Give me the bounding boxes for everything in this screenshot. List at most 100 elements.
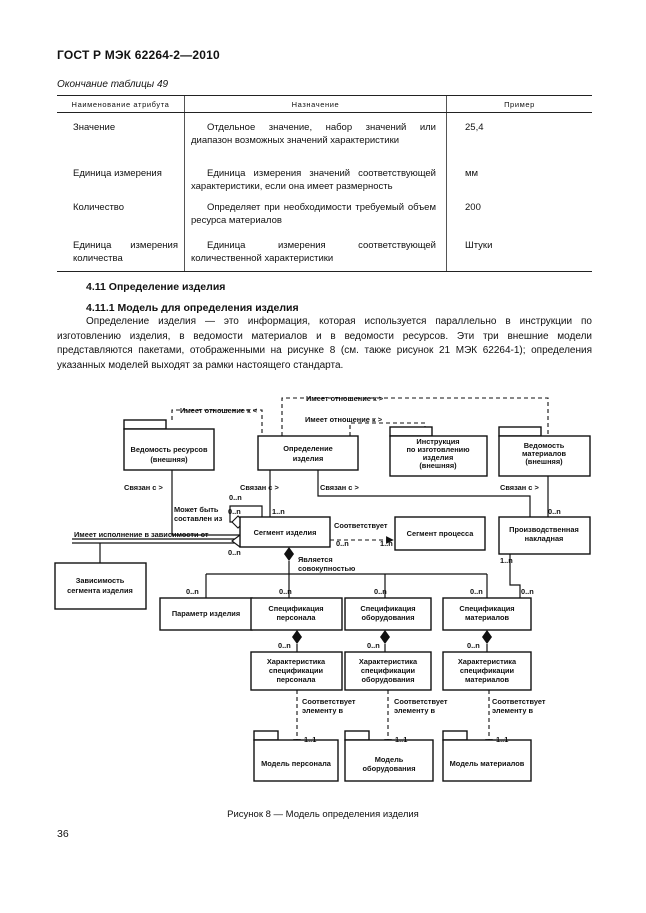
label-exec-dependency: Имеет исполнение в зависимости от	[74, 530, 209, 539]
svg-text:Зависимость: Зависимость	[76, 576, 125, 585]
svg-text:Ведомость: Ведомость	[524, 441, 565, 450]
svg-text:Производственная: Производственная	[509, 525, 579, 534]
label-has-relation: Имеет отношение к >	[305, 415, 383, 424]
table-header-row: Наименование атрибута Назначение Пример	[57, 95, 592, 113]
multiplicity: 0..n	[228, 548, 241, 557]
svg-text:Модель: Модель	[375, 755, 404, 764]
table-row: Единица измерения Единица измерения знач…	[57, 161, 592, 195]
svg-text:Характеристика: Характеристика	[267, 657, 326, 666]
link-bill-material-spec	[509, 554, 521, 598]
label-has-relation: Имеет отношение к <	[180, 406, 258, 415]
svg-text:оборудования: оборудования	[362, 764, 415, 773]
svg-text:Инструкция: Инструкция	[416, 437, 459, 446]
label-corresponds-element: Соответствует	[394, 697, 448, 706]
label-corresponds-element: Соответствует	[492, 697, 546, 706]
multiplicity: 1..n	[500, 556, 513, 565]
label-linked: Связан с >	[124, 483, 163, 492]
table-row: Количество Определяет при необходимости …	[57, 195, 592, 233]
subsection-title: 4.11.1 Модель для определения изделия	[86, 302, 299, 314]
label-linked: Связан с >	[320, 483, 359, 492]
attribute-name: Единица измерения	[73, 168, 162, 179]
segment-dependency-box: Зависимость сегмента изделия	[54, 562, 147, 610]
svg-text:Спецификация: Спецификация	[360, 604, 415, 613]
multiplicity: 1..1	[395, 735, 407, 744]
svg-text:(внешняя): (внешняя)	[150, 455, 188, 464]
material-model-package: Модель материалов	[442, 730, 532, 782]
svg-text:по изготовлению: по изготовлению	[406, 445, 470, 454]
instruction-package: Инструкция по изготовлению изделия (внеш…	[389, 426, 488, 477]
attribute-name: Количество	[73, 202, 125, 213]
multiplicity: 0..n	[470, 587, 483, 596]
link-definition-bill	[317, 470, 531, 517]
product-segment-box: Сегмент изделия	[239, 516, 331, 548]
column-header: Наименование атрибута	[57, 95, 185, 113]
relation-resources-definition	[171, 409, 263, 436]
svg-text:спецификации: спецификации	[361, 666, 416, 675]
svg-text:Параметр изделия: Параметр изделия	[172, 609, 240, 618]
multiplicity: 0..n	[367, 641, 380, 650]
equipment-spec-box: Спецификация оборудования	[344, 597, 432, 631]
attribute-purpose: Отдельное значение, набор значений или д…	[184, 112, 447, 161]
label-may-be: Может быть	[174, 505, 219, 514]
multiplicity: 0..n	[228, 507, 241, 516]
multiplicity: 1..n	[380, 539, 393, 548]
personnel-spec-box: Спецификация персонала	[250, 597, 343, 631]
relation-definition-materials	[281, 397, 549, 436]
resources-list-package: Ведомость ресурсов (внешняя)	[123, 419, 215, 471]
multiplicity: 0..n	[278, 641, 291, 650]
svg-text:персонала: персонала	[276, 675, 316, 684]
label-corresponds-element: элементу в	[302, 706, 344, 715]
table-caption: Окончание таблицы 49	[57, 79, 169, 90]
equipment-model-package: Модель оборудования	[344, 730, 434, 782]
svg-text:накладная: накладная	[525, 534, 564, 543]
composition-diamond	[380, 630, 390, 644]
attribute-table: Наименование атрибута Назначение Пример …	[57, 95, 592, 272]
label-is-set: совокупностью	[298, 564, 356, 573]
document-id: ГОСТ Р МЭК 62264-2—2010	[57, 48, 220, 62]
multiplicity: 1..n	[272, 507, 285, 516]
label-corresponds-element: элементу в	[492, 706, 534, 715]
svg-text:оборудования: оборудования	[361, 613, 414, 622]
composition-diamond	[292, 630, 302, 644]
svg-text:оборудования: оборудования	[361, 675, 414, 684]
section-title: 4.11 Определение изделия	[86, 281, 226, 293]
svg-text:(внешняя): (внешняя)	[419, 461, 457, 470]
label-corresponds-element: Соответствует	[302, 697, 356, 706]
svg-text:спецификации: спецификации	[269, 666, 324, 675]
label-corresponds-element: элементу в	[394, 706, 436, 715]
product-parameter-box: Параметр изделия	[159, 597, 253, 631]
column-header: Назначение	[184, 95, 447, 113]
svg-text:Модель материалов: Модель материалов	[450, 759, 525, 768]
svg-text:Ведомость ресурсов: Ведомость ресурсов	[130, 445, 207, 454]
svg-text:сегмента изделия: сегмента изделия	[67, 586, 133, 595]
svg-text:Спецификация: Спецификация	[268, 604, 323, 613]
product-definition-box: Определение изделия	[257, 435, 359, 471]
attribute-purpose: Единица измерения соответствующей количе…	[184, 233, 447, 272]
svg-text:изделия: изделия	[293, 454, 324, 463]
material-spec-box: Спецификация материалов	[442, 597, 532, 631]
page-number: 36	[57, 828, 69, 840]
svg-text:Модель персонала: Модель персонала	[261, 759, 332, 768]
svg-text:Сегмент изделия: Сегмент изделия	[254, 528, 317, 537]
composition-diamond	[284, 547, 294, 561]
multiplicity: 1..1	[496, 735, 508, 744]
table-row: Единица измерения количества Единица изм…	[57, 233, 592, 272]
label-has-relation: Имеет отношение к >	[306, 394, 384, 403]
multiplicity: 0..n	[374, 587, 387, 596]
attribute-name: Единица измерения количества	[57, 233, 185, 272]
svg-text:материалов: материалов	[522, 449, 566, 458]
composition-diamond	[482, 630, 492, 644]
svg-text:спецификации: спецификации	[460, 666, 515, 675]
attribute-name: Значение	[73, 122, 116, 133]
attribute-purpose: Единица измерения значений соответствующ…	[184, 161, 447, 195]
multiplicity: 0..n	[186, 587, 199, 596]
attribute-example: мм	[446, 161, 592, 195]
label-is-set: Является	[298, 555, 333, 564]
attribute-purpose: Определяет при необходимости требуемый о…	[184, 195, 447, 233]
personnel-model-package: Модель персонала	[253, 730, 339, 782]
material-spec-property-box: Характеристика спецификации материалов	[442, 651, 532, 691]
table-row: Значение Отдельное значение, набор значе…	[57, 112, 592, 161]
link-resources-segment	[171, 470, 240, 536]
svg-text:Определение: Определение	[283, 444, 332, 453]
label-linked: Связан с >	[500, 483, 539, 492]
